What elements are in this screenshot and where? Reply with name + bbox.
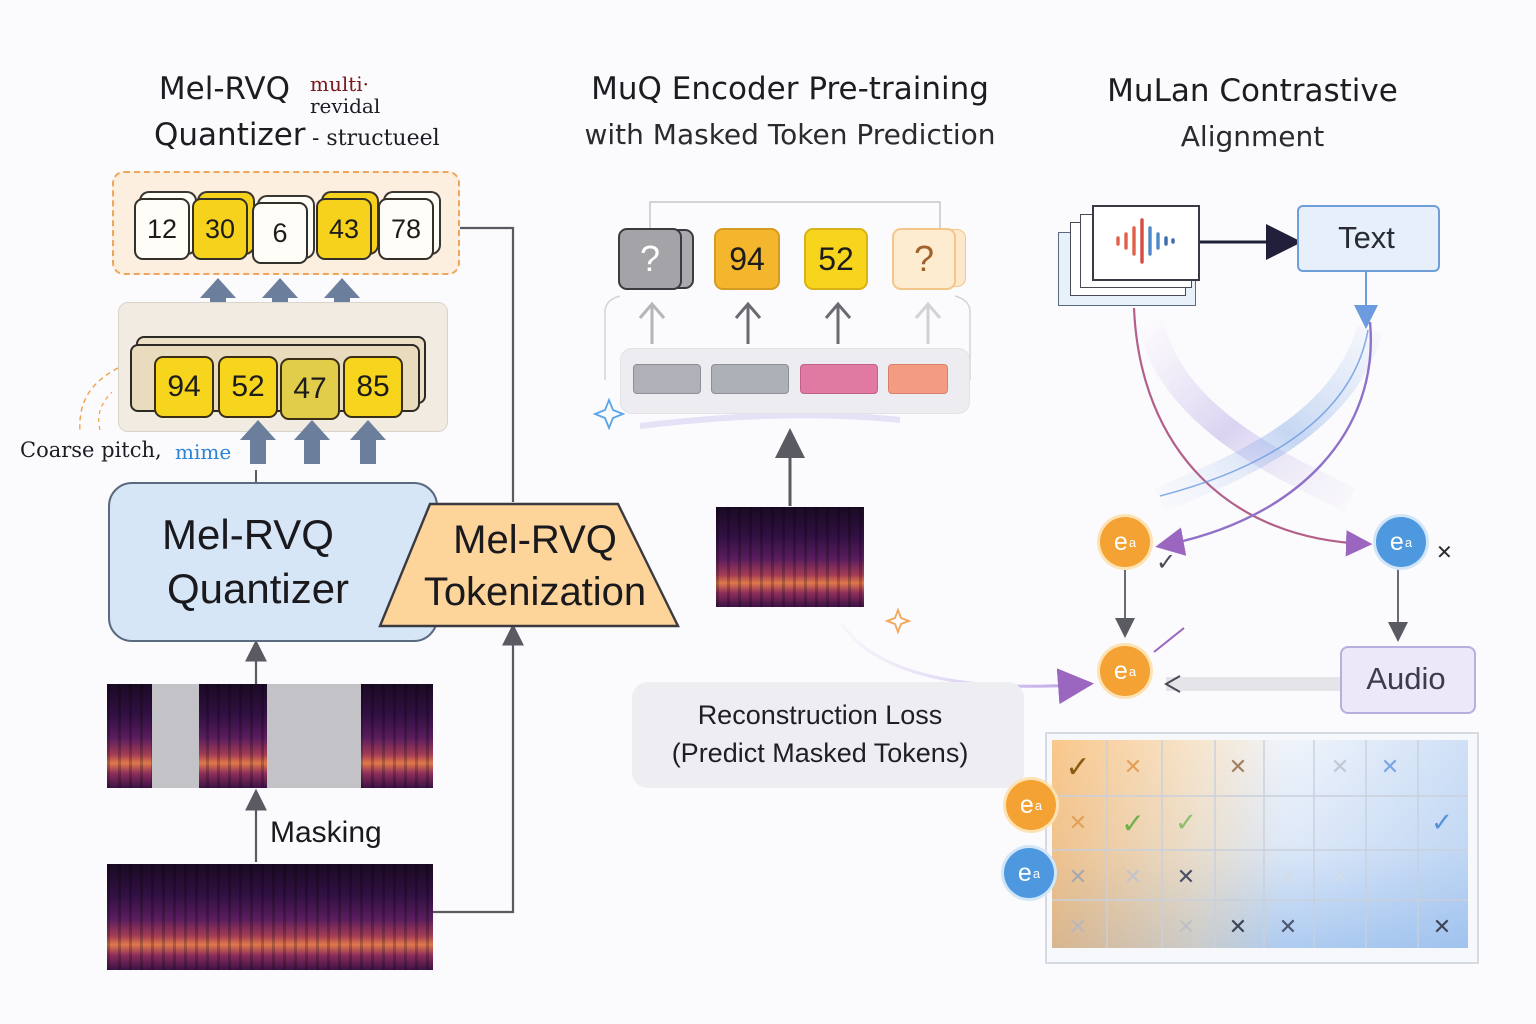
codebook-top-token: 12 [134,198,190,260]
matrix-cross: ✕ [1278,864,1298,890]
matrix-check: ✓ [1065,749,1091,785]
matrix-cross: ✕ [1228,914,1248,940]
waveform-icon [1116,218,1175,264]
quantizer-box-line1: Mel-RVQ [162,511,334,558]
mismatch-cross: ✕ [1436,540,1453,564]
codebook-top-token: 78 [378,198,434,260]
quantizer-box-line2: Quantizer [166,565,350,612]
audio-box-label: Audio [1366,661,1446,696]
handwritten-note-1: multi· [310,72,370,96]
tokenization-line2: Tokenization [423,570,647,614]
embedding-sub: a [1404,534,1413,550]
matrix-check: ✓ [1121,806,1145,840]
middle-title-line2: with Masked Token Prediction [584,118,996,151]
match-check: ✓ [1156,548,1177,576]
embedding-sub: a [1128,534,1137,550]
matrix-cross: ✕ [1123,864,1143,890]
mask-band [152,684,199,788]
audio-card [1092,205,1200,281]
codebook-top-token: 6 [252,202,308,264]
left-title-line2: Quantizer [154,117,306,153]
tokenization-line1: Mel-RVQ [453,518,617,562]
right-title-line1: MuLan Contrastive [1107,73,1398,109]
matrix-cross: ✕ [1278,914,1298,940]
matrix-check: ✓ [1175,808,1197,838]
encoder-input-spectrogram [716,507,864,607]
matrix-cross: ✕ [1068,810,1088,836]
middle-title-line1: MuQ Encoder Pre-training [591,71,989,107]
up-arrows-upper [200,278,360,322]
prediction-token: 52 [804,228,868,290]
handwritten-note-2: revidal [310,94,381,118]
up-arrows-lower [240,420,386,464]
prediction-token-masked: ? [618,228,682,290]
matrix-check: ✓ [1431,808,1453,838]
similarity-matrix [1052,740,1468,948]
codebook-mid-token: 85 [343,356,403,418]
embedding-sub: a [1032,865,1041,881]
matrix-cross: ✕ [1068,914,1088,940]
matrix-cross: ✕ [1330,754,1350,780]
text-box-label: Text [1338,220,1395,255]
embedding-base: e [1113,656,1128,685]
embedding-base: e [1019,790,1034,819]
codebook-mid-token: 52 [218,356,278,418]
matrix-cross: ✕ [1380,754,1400,780]
middle-title: MuQ Encoder Pre-training with Masked Tok… [560,66,1020,158]
coarse-pitch-label: Coarse pitch, [20,438,162,462]
embedding-sub: a [1128,663,1137,679]
matrix-cross: ✕ [1176,864,1196,890]
quantizer-box-label: Mel-RVQ Quantizer [118,500,398,624]
tokenization-shape [378,502,680,628]
prediction-token-masked: ? [892,228,956,290]
input-spectrogram [107,864,433,970]
codebook-mid-token: 47 [280,358,340,420]
audio-box [1340,646,1476,714]
matrix-cross: ✕ [1176,914,1196,940]
mime-label: mime [175,440,232,464]
embedding-base: e [1017,858,1032,887]
encoder-feature [633,364,701,394]
right-title-line2: Alignment [1180,120,1325,153]
matrix-cross: ✕ [1432,914,1452,940]
left-title-line1: Mel-RVQ [158,71,290,107]
tokenization-label: Mel-RVQ Tokenization [412,512,658,620]
loss-line2: (Predict Masked Tokens) [671,738,969,768]
matrix-cross: ✕ [1123,754,1143,780]
right-title: MuLan Contrastive Alignment [1080,68,1425,160]
text-box [1297,205,1440,272]
prediction-token: 94 [714,228,780,290]
embedding-base: e [1389,527,1404,556]
matrix-grid [1052,740,1468,948]
codebook-top-token: 30 [192,198,248,260]
codebook-mid-token: 94 [154,356,214,418]
loss-box [632,682,1024,788]
loss-label: Reconstruction Loss (Predict Masked Toke… [632,694,1008,774]
matrix-cross: ✕ [1228,754,1248,780]
encoder-feature [800,364,878,394]
embedding-base: e [1113,527,1128,556]
matrix-cross: ✕ [1068,864,1088,890]
embedding-sub: a [1034,797,1043,813]
handwritten-note-3: - structueel [312,126,440,151]
codebook-top-token: 43 [316,198,372,260]
encoder-feature [711,364,789,394]
loss-line1: Reconstruction Loss [697,700,943,730]
matrix-cross: ✕ [1330,864,1350,890]
left-title: Mel-RVQ Quantizer [140,66,320,158]
encoder-feature [888,364,948,394]
masking-label: Masking [270,816,382,849]
prediction-up-arrows [638,301,942,344]
mask-band [267,684,361,788]
